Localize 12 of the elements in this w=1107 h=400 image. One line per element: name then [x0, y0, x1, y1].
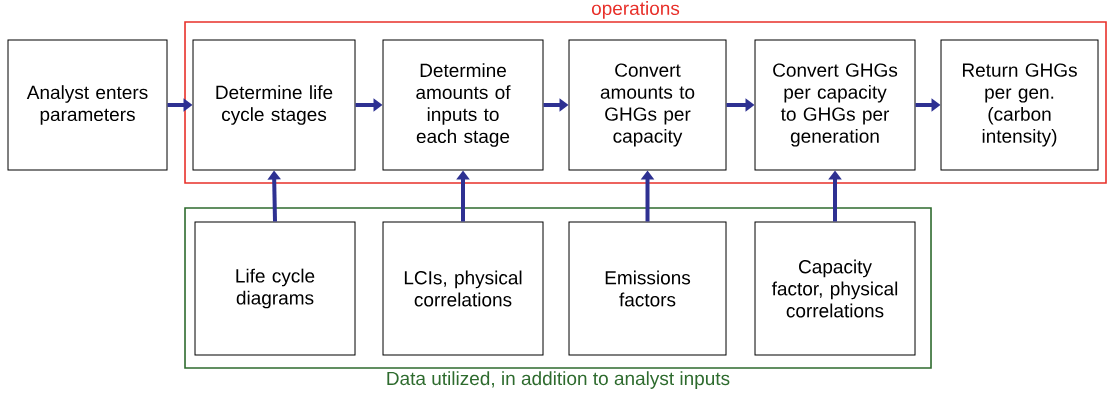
process-box: Convert GHGs per capacity to GHGs per generation [754, 39, 916, 171]
process-box: Determine life cycle stages [192, 39, 356, 171]
process-box: Capacity factor, physical correlations [754, 221, 916, 356]
node-label: operations [591, 1, 680, 19]
process-box: Return GHGs per gen. (carbon intensity) [940, 39, 1099, 171]
process-box: LCIs, physical correlations [382, 221, 544, 356]
process-box: Emissions factors [568, 221, 727, 356]
process-box: Determine amounts of inputs to each stage [382, 39, 544, 171]
process-box: Convert amounts to GHGs per capacity [568, 39, 727, 171]
process-box: Life cycle diagrams [194, 221, 356, 356]
node-label: Data utilized, in addition to analyst inputs [387, 371, 730, 389]
process-box: Analyst enters parameters [7, 39, 168, 171]
